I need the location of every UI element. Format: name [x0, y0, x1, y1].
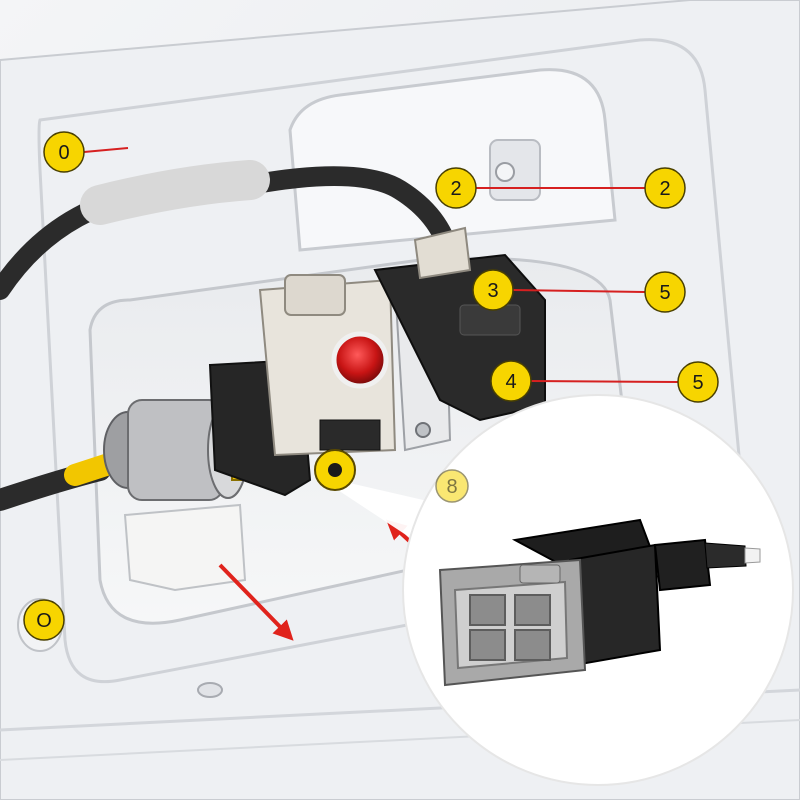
- switch-body: [258, 278, 397, 457]
- leader-line-0a: [83, 147, 129, 153]
- removal-arrow: [218, 563, 294, 641]
- callout-label: 2: [659, 178, 670, 200]
- mount-boss: [489, 139, 541, 201]
- callout-circle: [644, 271, 686, 313]
- callout-circle: [677, 361, 719, 403]
- callout-c8: 8: [435, 469, 469, 503]
- cable-clip: [413, 226, 472, 280]
- callout-c0b: O: [23, 599, 65, 641]
- switch-latch: [284, 274, 346, 316]
- callout-circle: [43, 131, 85, 173]
- callout-c5b: 5: [677, 361, 719, 403]
- wire-harness: [0, 166, 460, 300]
- callout-c2a: 2: [435, 167, 477, 209]
- callout-markers: 0 2 2 3 5 4 5 8O: [23, 131, 719, 641]
- mounting-clip: [123, 503, 247, 592]
- callout-c2b: 2: [644, 167, 686, 209]
- switch-terminal-block: [319, 419, 381, 451]
- callout-label: O: [36, 610, 52, 632]
- callout-circle: [472, 269, 514, 311]
- mount-hole: [495, 162, 515, 182]
- callout-label: 2: [450, 178, 461, 200]
- callout-label: 5: [659, 282, 670, 304]
- callout-label: 3: [487, 280, 498, 302]
- harness-tape-wrap: [80, 160, 270, 225]
- connector-plug-icon: [438, 518, 761, 687]
- panel-hole: [197, 682, 223, 698]
- callout-label: 5: [692, 372, 703, 394]
- leader-line-5b: [530, 380, 679, 383]
- callout-c3: 3: [472, 269, 514, 311]
- callout-circle: [490, 360, 532, 402]
- indicator-red-button: [331, 331, 389, 389]
- leader-line-5a: [512, 289, 646, 293]
- callout-circle: [23, 599, 65, 641]
- callout-label: 4: [505, 371, 516, 393]
- upper-opening: [288, 68, 617, 252]
- callout-circle: [435, 469, 469, 503]
- callout-circle: [644, 167, 686, 209]
- callout-c4: 4: [490, 360, 532, 402]
- pin-marker-dot: [328, 463, 342, 477]
- callout-label: 8: [446, 476, 457, 498]
- callout-c5a: 5: [644, 271, 686, 313]
- callout-c0a: 0: [43, 131, 85, 173]
- callout-circle: [435, 167, 477, 209]
- bracket-screw-2: [415, 422, 431, 438]
- callout-label: 0: [58, 142, 69, 164]
